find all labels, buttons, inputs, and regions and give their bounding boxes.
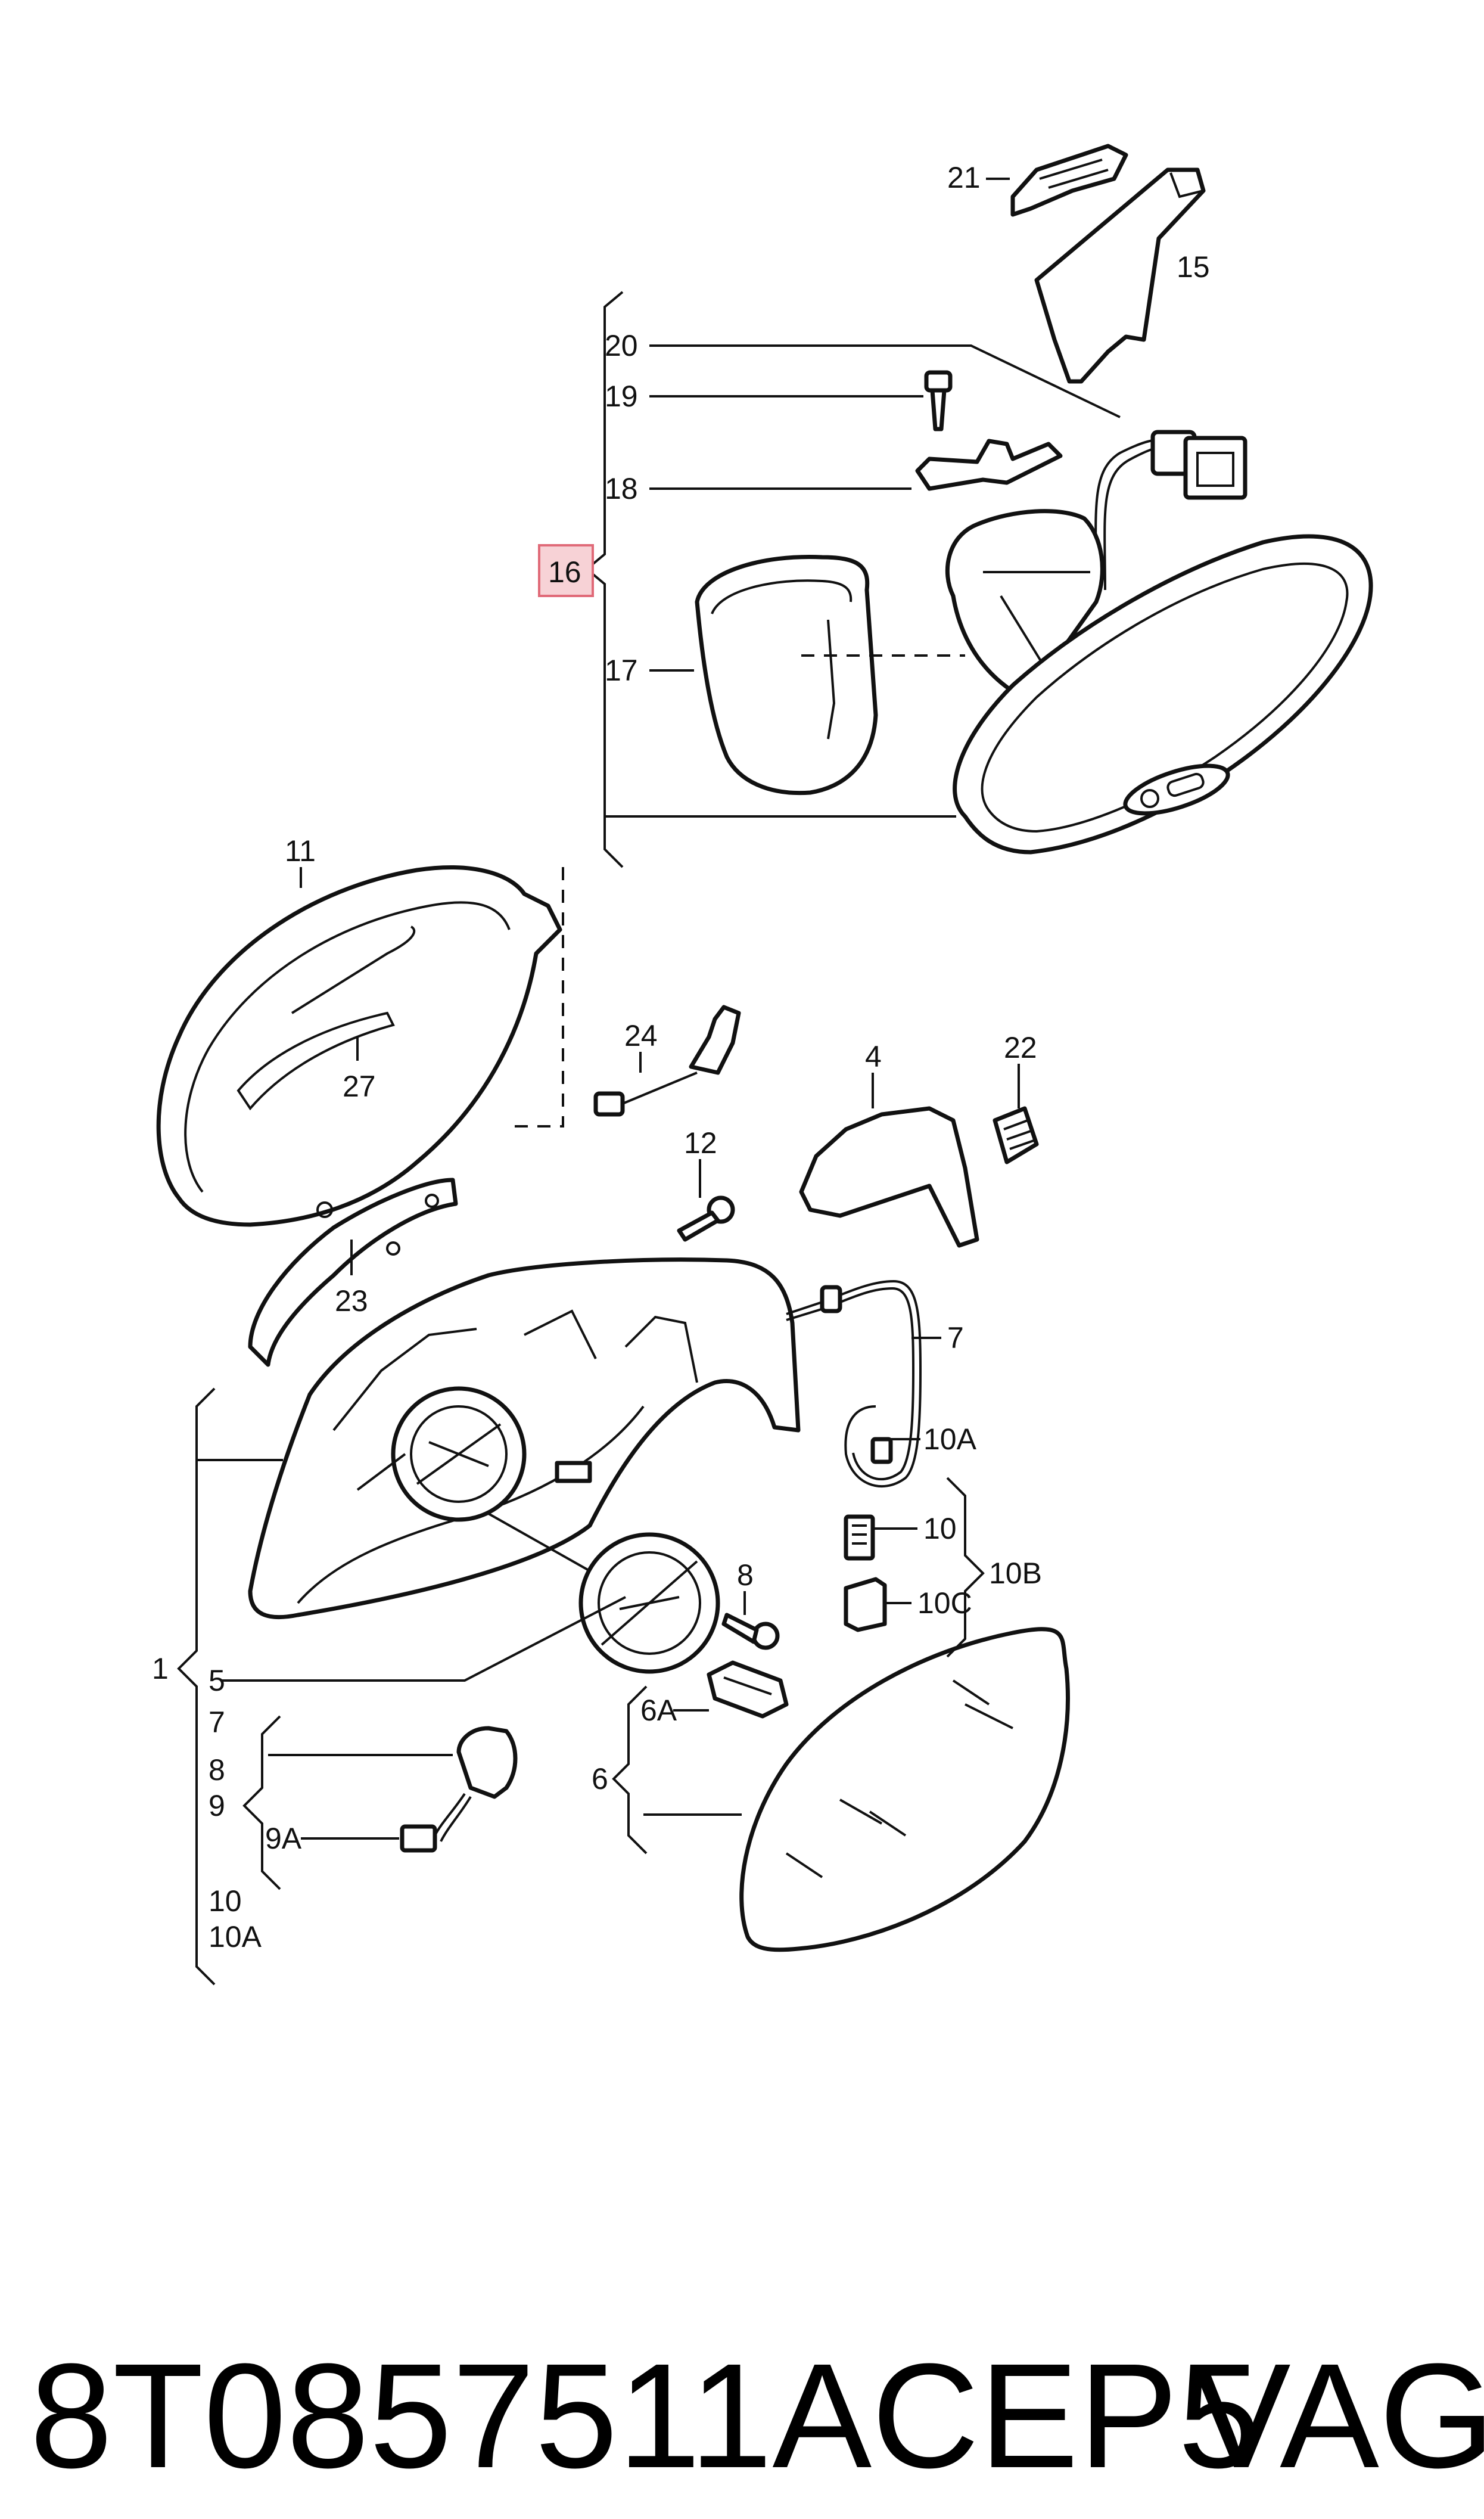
brand-caption: VAG <box>1191 2332 1484 2499</box>
callout-21: 21 <box>947 161 981 194</box>
part-9-bulb-holder <box>400 1726 518 1853</box>
part-number-caption: 8T0857511ACEP5 <box>30 2332 1261 2499</box>
part-7-cable <box>786 1279 922 1488</box>
callout-6: 6 <box>592 1762 608 1796</box>
callout-23: 23 <box>335 1284 368 1318</box>
part-24-terminal <box>593 1005 741 1117</box>
callout-20: 20 <box>605 329 638 362</box>
part-17-shell <box>695 554 965 796</box>
part-5-adjust-disc <box>578 1532 720 1674</box>
part-18-bracket <box>915 439 1063 491</box>
part-20-harness <box>1094 430 1247 591</box>
part-1-base-assembly <box>248 1257 801 1620</box>
callout-16: 16 <box>548 555 581 589</box>
part-15-mount-base <box>1034 167 1206 384</box>
callout-10A-top: 10A <box>923 1422 977 1456</box>
callout-9-list: 9 <box>209 1789 225 1822</box>
callout-10-top: 10 <box>923 1512 957 1545</box>
part-11-mirror-cap <box>156 865 564 1227</box>
part-22-connector <box>993 1106 1039 1164</box>
callout-8-screw: 8 <box>737 1558 754 1592</box>
part-21-clip <box>1010 144 1128 217</box>
callout-7: 7 <box>947 1321 964 1355</box>
callout-18: 18 <box>605 472 638 505</box>
part-16-housing <box>945 509 1373 855</box>
callout-5: 5 <box>209 1664 225 1697</box>
part-8-screw <box>721 1613 780 1650</box>
callout-4: 4 <box>865 1040 882 1073</box>
part-10-connector <box>844 1514 875 1561</box>
callout-10B: 10B <box>989 1557 1042 1590</box>
part-6-mirror-glass <box>739 1627 1070 1952</box>
callout-15: 15 <box>1177 250 1210 284</box>
callout-12: 12 <box>684 1126 717 1160</box>
callout-22: 22 <box>1004 1031 1037 1064</box>
callout-7-list: 7 <box>209 1706 225 1739</box>
part-10C-housing <box>844 1577 887 1632</box>
part-23-gasket <box>248 1178 458 1367</box>
callout-6A: 6A <box>640 1694 677 1727</box>
callout-11: 11 <box>285 834 316 868</box>
highlight-box-16 <box>538 544 594 597</box>
part-12-screw <box>677 1195 735 1242</box>
callout-10A-list: 10A <box>209 1920 262 1953</box>
leader-lines <box>177 178 1121 1986</box>
callout-17: 17 <box>605 654 638 687</box>
callout-8-list: 8 <box>209 1753 225 1787</box>
part-6A-connector <box>707 1660 789 1719</box>
callout-19: 19 <box>605 380 638 413</box>
part-19-screw <box>924 370 953 431</box>
callout-9A: 9A <box>265 1822 302 1855</box>
callout-10C: 10C <box>917 1586 972 1620</box>
callout-24: 24 <box>624 1019 658 1052</box>
callout-10-list: 10 <box>209 1884 242 1918</box>
callout-27: 27 <box>343 1070 376 1103</box>
part-4-cover <box>799 1106 979 1248</box>
callout-1: 1 <box>152 1652 169 1685</box>
